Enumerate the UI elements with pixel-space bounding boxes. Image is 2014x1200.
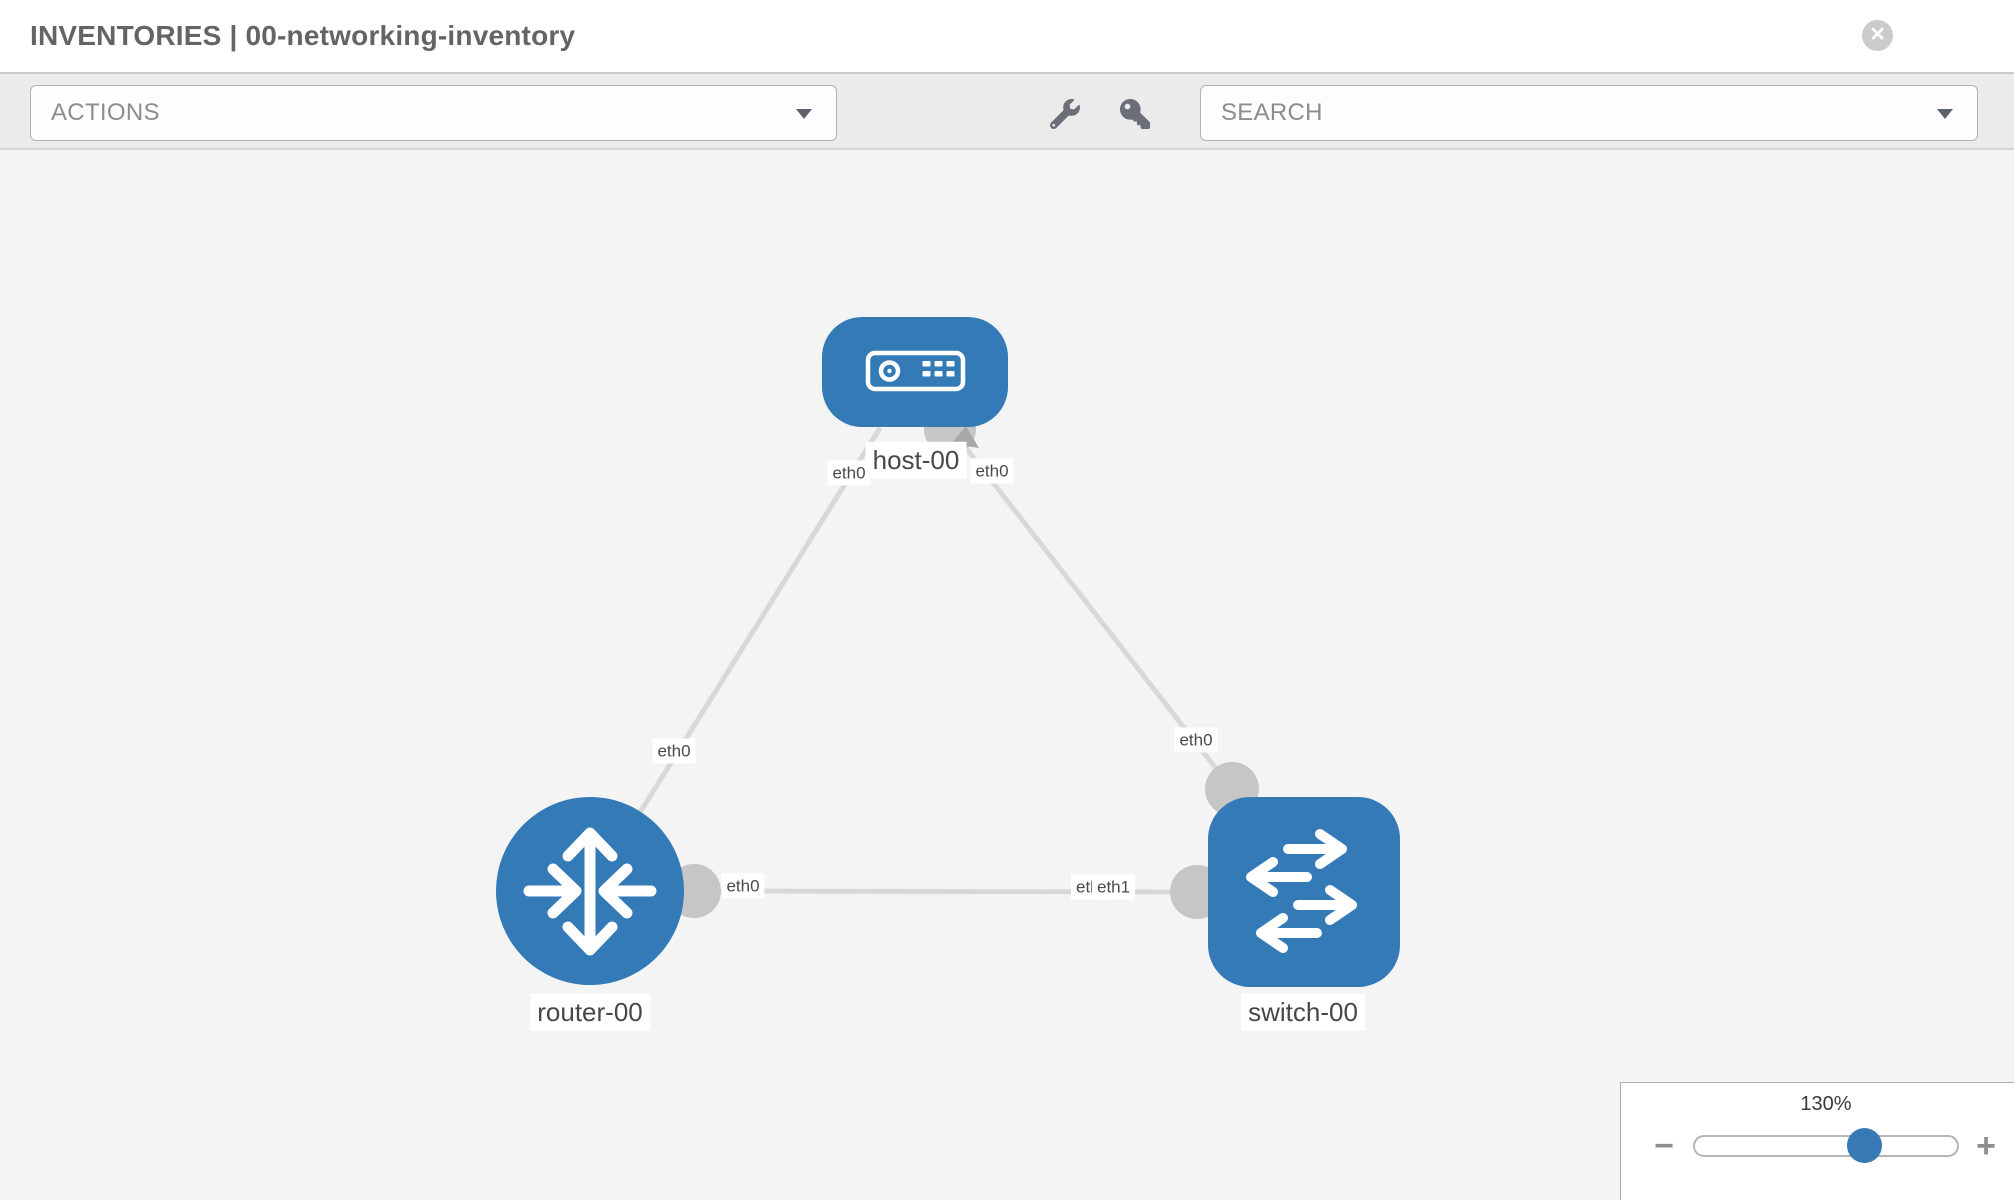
zoom-panel: 130% − + <box>1620 1082 2014 1200</box>
host-icon <box>865 350 966 392</box>
zoom-level: 130% <box>1800 1093 1852 1115</box>
node-switch-00[interactable] <box>1208 797 1400 987</box>
interface-label: eth0 <box>827 460 871 486</box>
router-icon <box>523 827 657 956</box>
page-title: INVENTORIES | 00-networking-inventory <box>30 20 576 51</box>
zoom-slider-handle[interactable] <box>1847 1128 1882 1163</box>
interface-label: eth0 <box>1174 727 1218 753</box>
topology-canvas[interactable]: host-00 router-00 switch-00 eth0 eth0 et… <box>0 150 2014 1200</box>
interface-label: eth1 <box>1092 874 1136 900</box>
interface-label: eth0 <box>721 873 765 899</box>
close-icon: × <box>1870 20 1885 48</box>
close-button[interactable]: × <box>1862 20 1893 51</box>
node-router-00[interactable] <box>496 797 684 985</box>
configure-topology-button[interactable] <box>1039 88 1091 140</box>
search-placeholder: SEARCH <box>1221 99 1323 126</box>
topology-diagram <box>496 317 1400 987</box>
credentials-button[interactable] <box>1109 88 1161 140</box>
interface-label: eth0 <box>652 738 696 764</box>
key-icon <box>1120 99 1150 129</box>
switch-icon <box>1246 829 1357 953</box>
chevron-down-icon <box>1937 109 1953 119</box>
zoom-in-icon[interactable]: + <box>1976 1127 1996 1165</box>
node-label-host: host-00 <box>865 441 967 479</box>
node-label-router: router-00 <box>530 993 650 1031</box>
zoom-slider[interactable] <box>1693 1128 1959 1163</box>
toolbar: ACTIONS SEARCH <box>0 72 2014 150</box>
interface-label: eth0 <box>970 458 1014 484</box>
zoom-out-icon[interactable]: − <box>1654 1127 1674 1165</box>
wrench-icon <box>1050 99 1080 129</box>
actions-dropdown[interactable]: ACTIONS <box>30 85 837 141</box>
node-host-00[interactable] <box>822 317 1008 427</box>
chevron-down-icon <box>796 109 812 119</box>
node-label-switch: switch-00 <box>1241 993 1365 1031</box>
actions-dropdown-label: ACTIONS <box>51 99 160 126</box>
search-dropdown[interactable]: SEARCH <box>1200 85 1978 141</box>
titlebar: INVENTORIES | 00-networking-inventory × <box>0 0 2014 72</box>
